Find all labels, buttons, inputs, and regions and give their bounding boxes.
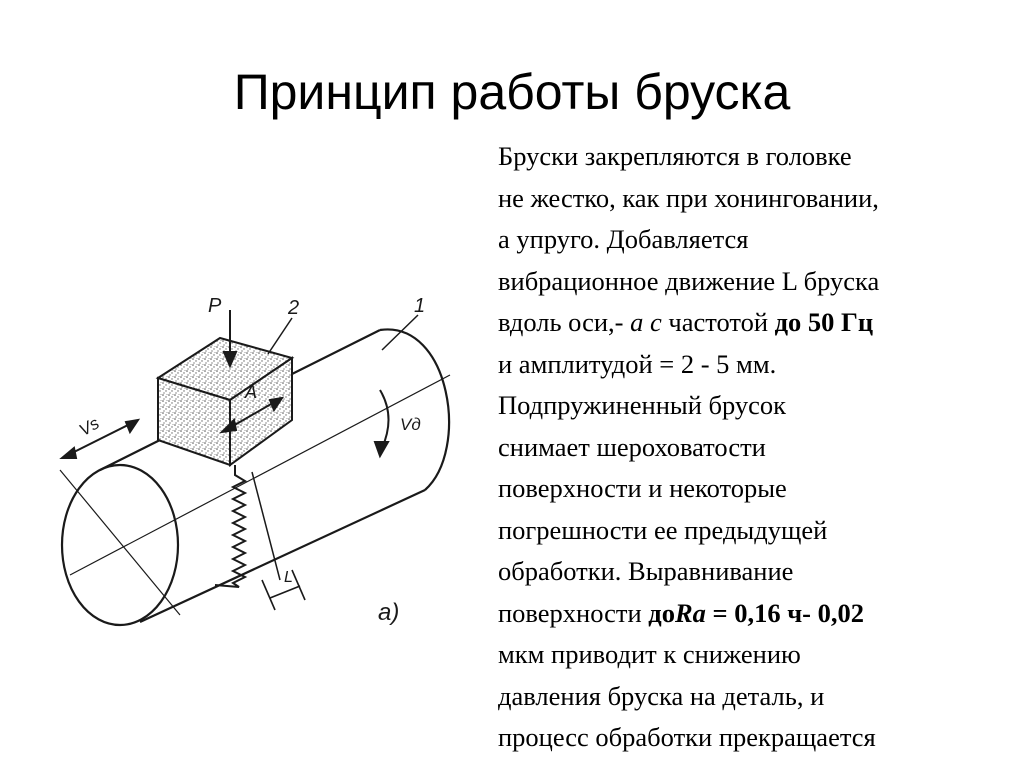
oscillation-arrow — [219, 396, 285, 434]
label-vd: Vд — [400, 415, 421, 434]
text-line-7: Подпружиненный брусок — [498, 390, 787, 420]
text-line-14: давления бруска на деталь, и — [498, 680, 825, 711]
label-workpiece-1: 1 — [414, 295, 425, 317]
stone-side-face — [229, 356, 293, 467]
text-line-13: мкм приводит к снижению — [498, 639, 801, 669]
text-line-3: а упруго. Добавляется — [498, 224, 749, 254]
text-line-1: Бруски закрепляются в головке — [498, 141, 852, 171]
frequency-value: до 50 Гц — [774, 307, 874, 337]
roughness-value: = 0,16 ч- 0,02 — [705, 597, 865, 628]
text-line-2: не жестко, как при хонинговании, — [498, 182, 879, 213]
superfinishing-diagram: P 2 1 A Vs Vд — [59, 295, 451, 627]
text-line-8: снимает шероховатости — [498, 431, 766, 462]
cylinder-front-face — [60, 463, 180, 627]
text-line-11: обработки. Выравнивание — [498, 556, 794, 586]
text-line-12-part-a: поверхности — [498, 597, 649, 628]
text-line-12-part-b: до — [648, 597, 675, 628]
text-line-10: погрешности ее предыдущей — [498, 514, 828, 545]
leader-line-1 — [381, 314, 419, 351]
text-line-4: вибрационное движение L бруска — [498, 265, 880, 296]
label-force-p: P — [208, 295, 222, 317]
label-vs: Vs — [76, 413, 103, 440]
label-amplitude-a: A — [244, 382, 257, 402]
cylinder-bottom-edge — [139, 489, 426, 623]
abrasive-stone — [155, 336, 295, 467]
text-line-6: и амплитудой = 2 - 5 мм. — [498, 348, 777, 379]
text-line-12: поверхности доRa = 0,16 ч- 0,02 — [498, 593, 1018, 635]
text-line-5-part-a: вдоль оси,- — [498, 307, 631, 337]
text-line-5-part-c: частотой — [661, 307, 775, 337]
roughness-symbol: Ra — [674, 597, 706, 628]
text-line-15: процесс обработки прекращается — [498, 722, 876, 752]
cylinder-back-arc — [379, 328, 451, 491]
vs-arrow — [59, 418, 141, 459]
l-dimension — [261, 569, 306, 611]
text-line-5-part-b: а с — [630, 307, 662, 337]
text-line-9: поверхности и некоторые — [498, 473, 787, 503]
cylinder-workpiece — [59, 328, 451, 627]
text-line-5: вдоль оси,- а с частотой до 50 Гц — [498, 302, 1018, 344]
spring — [214, 465, 248, 588]
description-paragraph: Бруски закрепляются в головке не жестко,… — [498, 136, 1018, 759]
front-face-diameter — [59, 469, 181, 616]
spring-guide-line — [251, 471, 281, 581]
force-arrow-p — [222, 310, 238, 369]
figure-label: а) — [378, 599, 399, 626]
label-l: L — [284, 569, 293, 586]
label-stone-2: 2 — [287, 297, 299, 319]
leader-line-2 — [267, 317, 293, 355]
rotation-arrow-vd — [373, 389, 390, 459]
slide-title: Принцип работы бруска — [233, 64, 791, 120]
